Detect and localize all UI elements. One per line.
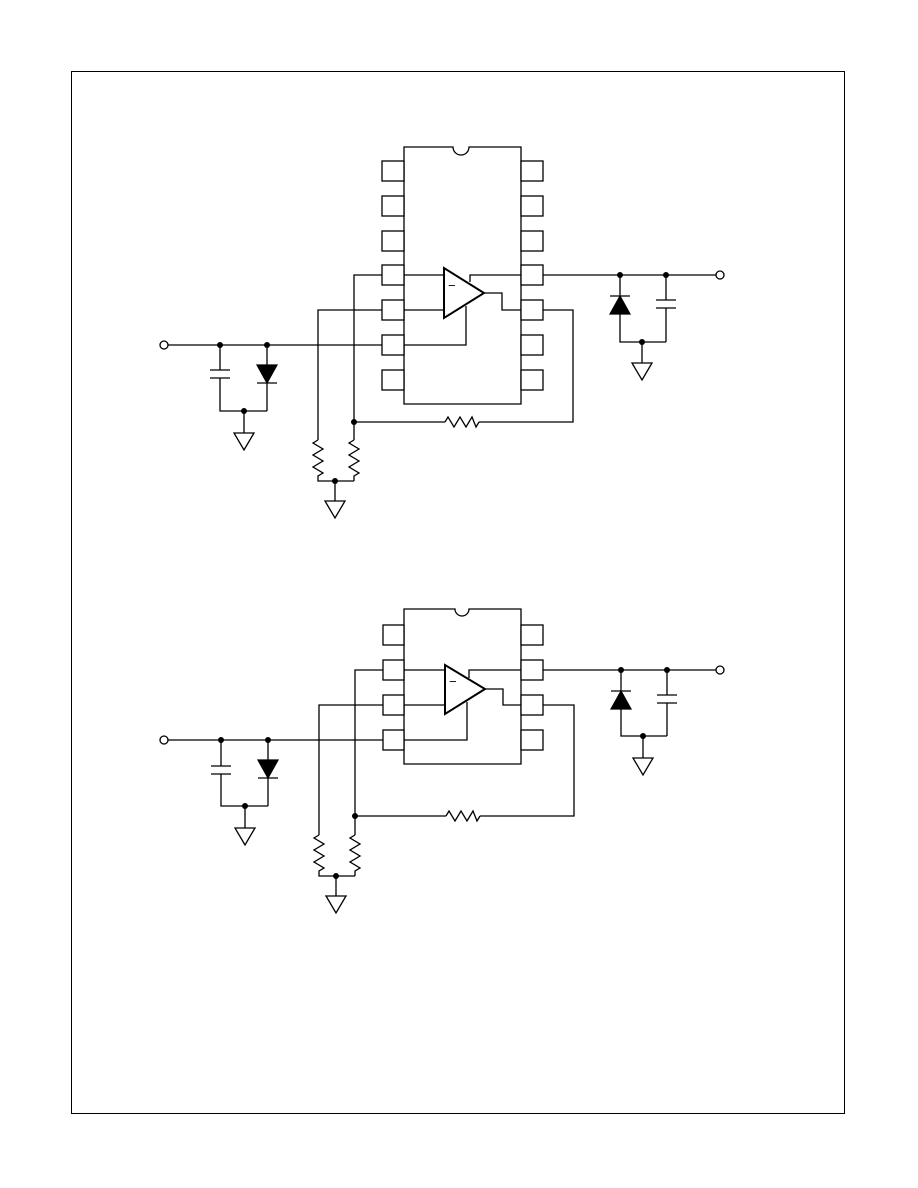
output-diode — [608, 294, 632, 315]
opamp-triangle — [444, 663, 487, 716]
ic-package-14 — [403, 146, 522, 405]
input-ground — [232, 411, 256, 452]
junction-dot — [351, 419, 357, 425]
feedback-resistor — [445, 809, 481, 823]
input-terminal — [159, 340, 169, 350]
output-capacitor — [656, 275, 676, 342]
junction-dot — [352, 813, 358, 819]
ic-pins-right — [520, 624, 544, 751]
output-diode-lead — [619, 275, 666, 343]
ic-pin — [520, 334, 544, 356]
output-ground — [630, 342, 654, 382]
ic-pin — [520, 230, 544, 252]
opamp-triangle — [443, 266, 486, 320]
output-terminal — [715, 665, 725, 675]
ic-pin — [520, 659, 544, 681]
resistor-right — [348, 834, 362, 876]
figure-frame — [71, 71, 845, 1114]
input-diode — [256, 759, 280, 780]
opamp-plus-mark: + — [448, 701, 454, 713]
ic-pin — [382, 729, 405, 751]
ic-pin — [381, 230, 405, 252]
wire-feedback — [317, 274, 574, 440]
opamp-minus-mark: − — [448, 278, 456, 293]
feedback-resistor — [444, 415, 480, 429]
output-terminal — [715, 270, 725, 280]
ic-pin — [381, 195, 405, 217]
input-capacitor — [210, 345, 267, 412]
ic-pin — [381, 160, 405, 182]
input-diode — [255, 364, 279, 385]
ic-pin — [520, 264, 544, 286]
input-ground — [233, 806, 257, 847]
ic-pins-left — [382, 624, 405, 751]
output-capacitor — [657, 670, 677, 736]
ic-pin — [382, 659, 405, 681]
wire-internal — [404, 669, 521, 741]
ic-pin — [520, 694, 544, 716]
ic-pin — [382, 624, 405, 646]
ic-pin — [381, 299, 405, 321]
ic-pin — [381, 369, 405, 391]
ic-pin — [382, 694, 405, 716]
output-ground — [631, 736, 655, 777]
output-diode-lead — [620, 670, 667, 737]
input-terminal — [159, 735, 169, 745]
resistor-left — [312, 834, 355, 877]
resistor-right — [347, 439, 361, 481]
opamp-minus-mark: − — [449, 674, 457, 689]
ic-pin — [520, 729, 544, 751]
ic-pin — [520, 195, 544, 217]
ic-pin — [520, 160, 544, 182]
ic-pin — [381, 334, 405, 356]
input-capacitor — [211, 740, 268, 807]
ic-pins-left — [381, 160, 405, 391]
resistor-left — [311, 439, 354, 482]
ic-pin — [520, 299, 544, 321]
wire-feedback — [318, 669, 575, 835]
feedback-ground — [324, 876, 348, 915]
wire-internal — [404, 274, 521, 346]
opamp-plus-mark: + — [447, 305, 453, 317]
feedback-ground — [323, 481, 347, 520]
ic-pin — [381, 264, 405, 286]
ic-pin — [520, 369, 544, 391]
ic-pins-right — [520, 160, 544, 391]
ic-pin — [520, 624, 544, 646]
circuit-8-pin: − + — [159, 608, 725, 915]
circuit-14-pin: − + — [159, 146, 725, 520]
output-diode — [609, 689, 633, 710]
